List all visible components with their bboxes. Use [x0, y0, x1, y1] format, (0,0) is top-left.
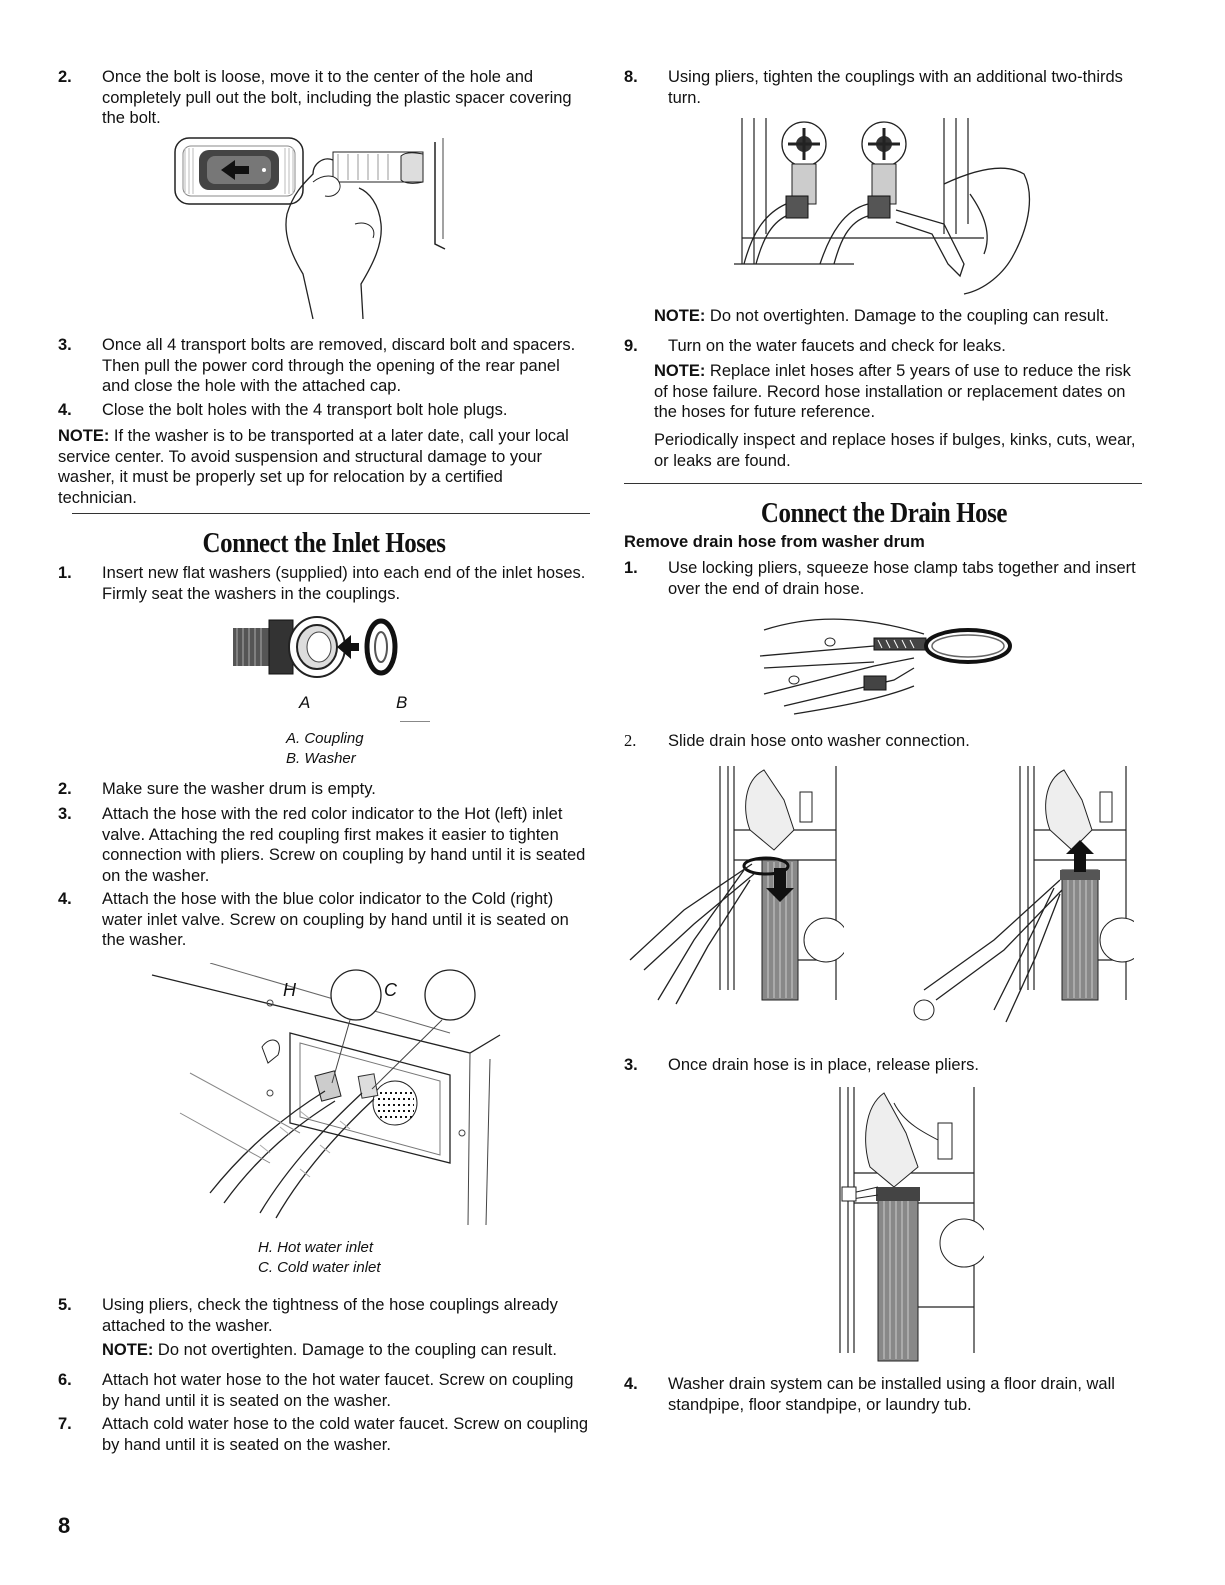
- step-number: 6.: [58, 1371, 72, 1389]
- section-divider: [624, 483, 1142, 484]
- inlet-step-1: 1. Insert new flat washers (supplied) in…: [58, 563, 590, 605]
- step-number: 4.: [58, 401, 72, 419]
- step-text: Once the bolt is loose, move it to the c…: [102, 68, 572, 127]
- inlet-valves-illustration: [150, 963, 510, 1228]
- inlet-step-4: 4. Attach the hose with the blue color i…: [58, 889, 590, 951]
- note-text: Replace inlet hoses after 5 years of use…: [654, 362, 1131, 421]
- caption-cold-inlet: C. Cold water inlet: [258, 1259, 381, 1276]
- label-leader: [400, 721, 430, 722]
- step-number: 5.: [58, 1296, 72, 1314]
- inlet-step-5: 5. Using pliers, check the tightness of …: [58, 1295, 590, 1337]
- step-text: Insert new flat washers (supplied) into …: [102, 564, 586, 603]
- release-pliers-illustration: [824, 1083, 984, 1363]
- transport-note: NOTE: If the washer is to be transported…: [58, 426, 578, 508]
- inlet-step-2: 2. Make sure the washer drum is empty.: [58, 779, 590, 801]
- step-9-inspect-paragraph: Periodically inspect and replace hoses i…: [654, 431, 1136, 470]
- caption-coupling: A. Coupling: [286, 730, 364, 747]
- note-label: NOTE:: [58, 427, 110, 445]
- faucet-pliers-illustration: [734, 114, 1044, 304]
- figure-label-a: A: [299, 693, 311, 712]
- page-number: 8: [58, 1513, 71, 1538]
- step-8-note: NOTE: Do not overtighten. Damage to the …: [654, 306, 1154, 327]
- step-number: 3.: [624, 1056, 638, 1074]
- step-3-discard-bolts: 3. Once all 4 transport bolts are remove…: [58, 335, 590, 397]
- bolt-removal-illustration: [173, 134, 493, 319]
- drain-step-2: 2. Slide drain hose onto washer connecti…: [624, 731, 1144, 753]
- step-text: Attach the hose with the blue color indi…: [102, 890, 569, 949]
- step-text: Turn on the water faucets and check for …: [668, 337, 1006, 355]
- inlet-step-7: 7. Attach cold water hose to the cold wa…: [58, 1414, 590, 1456]
- step-text: Washer drain system can be installed usi…: [668, 1375, 1115, 1414]
- step-number: 7.: [58, 1415, 72, 1433]
- note-label: NOTE:: [654, 307, 706, 325]
- drain-hose-heading: Connect the Drain Hose: [760, 497, 1008, 529]
- step-number: 3.: [58, 805, 72, 823]
- step-text: Attach cold water hose to the cold water…: [102, 1415, 589, 1454]
- step-number: 3.: [58, 336, 72, 354]
- step-text: Slide drain hose onto washer connection.: [668, 732, 970, 750]
- step-number: 2.: [58, 780, 72, 798]
- step-text: Using pliers, tighten the couplings with…: [668, 68, 1123, 107]
- coupling-washer-illustration: [233, 614, 443, 684]
- slide-drain-hose-right-illustration: [874, 760, 1134, 1030]
- cold-inlet-label: C: [384, 980, 397, 1000]
- inlet-step-6: 6. Attach hot water hose to the hot wate…: [58, 1370, 590, 1412]
- figure-label-b: B: [396, 693, 408, 712]
- step-text: Using pliers, check the tightness of the…: [102, 1296, 558, 1335]
- caption-hot-inlet: H. Hot water inlet: [258, 1239, 374, 1256]
- step-number: 8.: [624, 68, 638, 86]
- step-text: Make sure the washer drum is empty.: [102, 780, 376, 798]
- note-text: Do not overtighten. Damage to the coupli…: [705, 307, 1109, 325]
- step-number: 2.: [58, 68, 72, 86]
- step-text: Attach the hose with the red color indic…: [102, 805, 586, 885]
- step-number: 4.: [58, 890, 72, 908]
- locking-pliers-clamp-illustration: [754, 606, 1014, 716]
- note-label: NOTE:: [102, 1341, 154, 1359]
- step-2-remove-bolt: 2. Once the bolt is loose, move it to th…: [58, 67, 590, 129]
- drain-step-1: 1. Use locking pliers, squeeze hose clam…: [624, 558, 1144, 600]
- step-text: Attach hot water hose to the hot water f…: [102, 1371, 574, 1410]
- caption-washer: B. Washer: [286, 750, 356, 767]
- step-text: Close the bolt holes with the 4 transpor…: [102, 401, 508, 419]
- step-9-note: NOTE: Replace inlet hoses after 5 years …: [654, 361, 1144, 423]
- step-text: Once drain hose is in place, release pli…: [668, 1056, 979, 1074]
- step-text: Use locking pliers, squeeze hose clamp t…: [668, 559, 1136, 598]
- step-number: 1.: [624, 559, 638, 577]
- step-8-tighten: 8. Using pliers, tighten the couplings w…: [624, 67, 1144, 109]
- inlet-step-3: 3. Attach the hose with the red color in…: [58, 804, 590, 888]
- note-text: Do not overtighten. Damage to the coupli…: [153, 1341, 557, 1359]
- step-5-note: NOTE: Do not overtighten. Damage to the …: [102, 1340, 590, 1361]
- drain-subheading: Remove drain hose from washer drum: [624, 533, 925, 551]
- step-number: 1.: [58, 564, 72, 582]
- section-divider: [72, 513, 590, 514]
- step-4-bolt-plugs: 4. Close the bolt holes with the 4 trans…: [58, 400, 590, 422]
- step-number: 9.: [624, 337, 638, 355]
- drain-step-3: 3. Once drain hose is in place, release …: [624, 1055, 1144, 1077]
- drain-step-4: 4. Washer drain system can be installed …: [624, 1374, 1144, 1416]
- note-text: If the washer is to be transported at a …: [58, 427, 569, 507]
- step-9-check-leaks: 9. Turn on the water faucets and check f…: [624, 336, 1144, 358]
- inlet-hoses-heading: Connect the Inlet Hoses: [202, 527, 446, 559]
- note-label: NOTE:: [654, 362, 706, 380]
- hot-inlet-label: H: [283, 980, 296, 1000]
- step-number: 4.: [624, 1375, 638, 1393]
- slide-drain-hose-left-illustration: [624, 760, 844, 1010]
- step-number: 2.: [624, 731, 637, 750]
- step-text: Once all 4 transport bolts are removed, …: [102, 336, 576, 395]
